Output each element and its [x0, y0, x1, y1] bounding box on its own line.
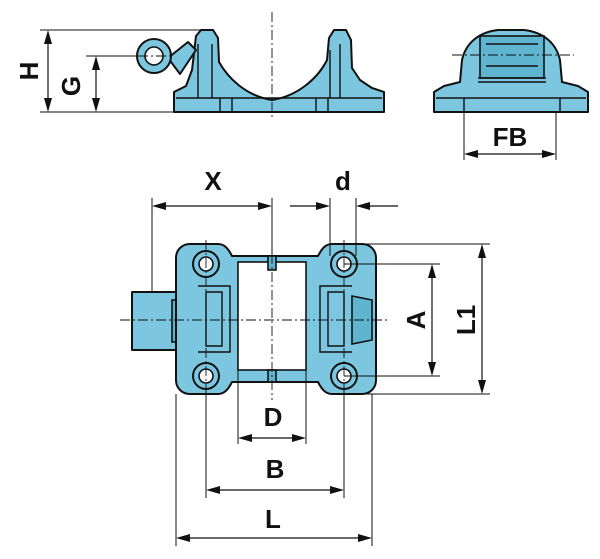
b-arrow-right [330, 486, 344, 494]
g-label: G [56, 76, 86, 96]
x-label: X [204, 166, 222, 196]
h-arrow-top [44, 30, 52, 44]
end-view-boss [479, 35, 545, 79]
D-arrow-left [238, 434, 252, 442]
fb-arrow-right [542, 150, 556, 158]
g-arrow-top [92, 56, 100, 70]
plan-view: X d A L1 D B [120, 166, 490, 546]
g-arrow-bottom [92, 98, 100, 112]
d-label: d [335, 166, 351, 196]
side-view-eye-arm [167, 41, 197, 75]
end-view-edges [463, 98, 561, 112]
D-arrow-right [292, 434, 306, 442]
plan-right-rib [319, 285, 352, 353]
x-arrow-left [152, 202, 166, 210]
end-view-boss-edges [486, 43, 538, 67]
side-view: H G [14, 12, 385, 118]
d-arrow-right [356, 202, 370, 210]
l1-arrow-bottom [478, 380, 486, 394]
b-arrow-left [206, 486, 220, 494]
l-arrow-left [176, 534, 190, 542]
l1-arrow-top [478, 244, 486, 258]
end-view-groove [478, 77, 546, 83]
l1-label: L1 [451, 305, 481, 335]
plan-side-boss [131, 291, 177, 351]
a-arrow-bottom [428, 362, 436, 376]
a-arrow-top [428, 264, 436, 278]
D-label: D [264, 402, 283, 432]
h-arrow-bottom [44, 98, 52, 112]
a-label: A [401, 310, 431, 329]
side-view-bolt-marks [219, 98, 329, 112]
plan-right-rib-inner [327, 291, 345, 347]
d-arrow-left [316, 202, 330, 210]
side-view-left-rib [197, 44, 213, 98]
l-arrow-right [358, 534, 372, 542]
h-label: H [14, 62, 44, 81]
fb-arrow-left [464, 150, 478, 158]
fb-label: FB [493, 122, 528, 152]
x-arrow-right [258, 202, 272, 210]
plan-left-rib-inner [205, 291, 223, 347]
l-label: L [265, 504, 281, 534]
b-label: B [266, 454, 285, 484]
end-view: FB [433, 29, 589, 160]
side-view-body [173, 29, 385, 113]
plan-left-rib [198, 285, 231, 353]
side-view-right-rib [329, 44, 341, 98]
